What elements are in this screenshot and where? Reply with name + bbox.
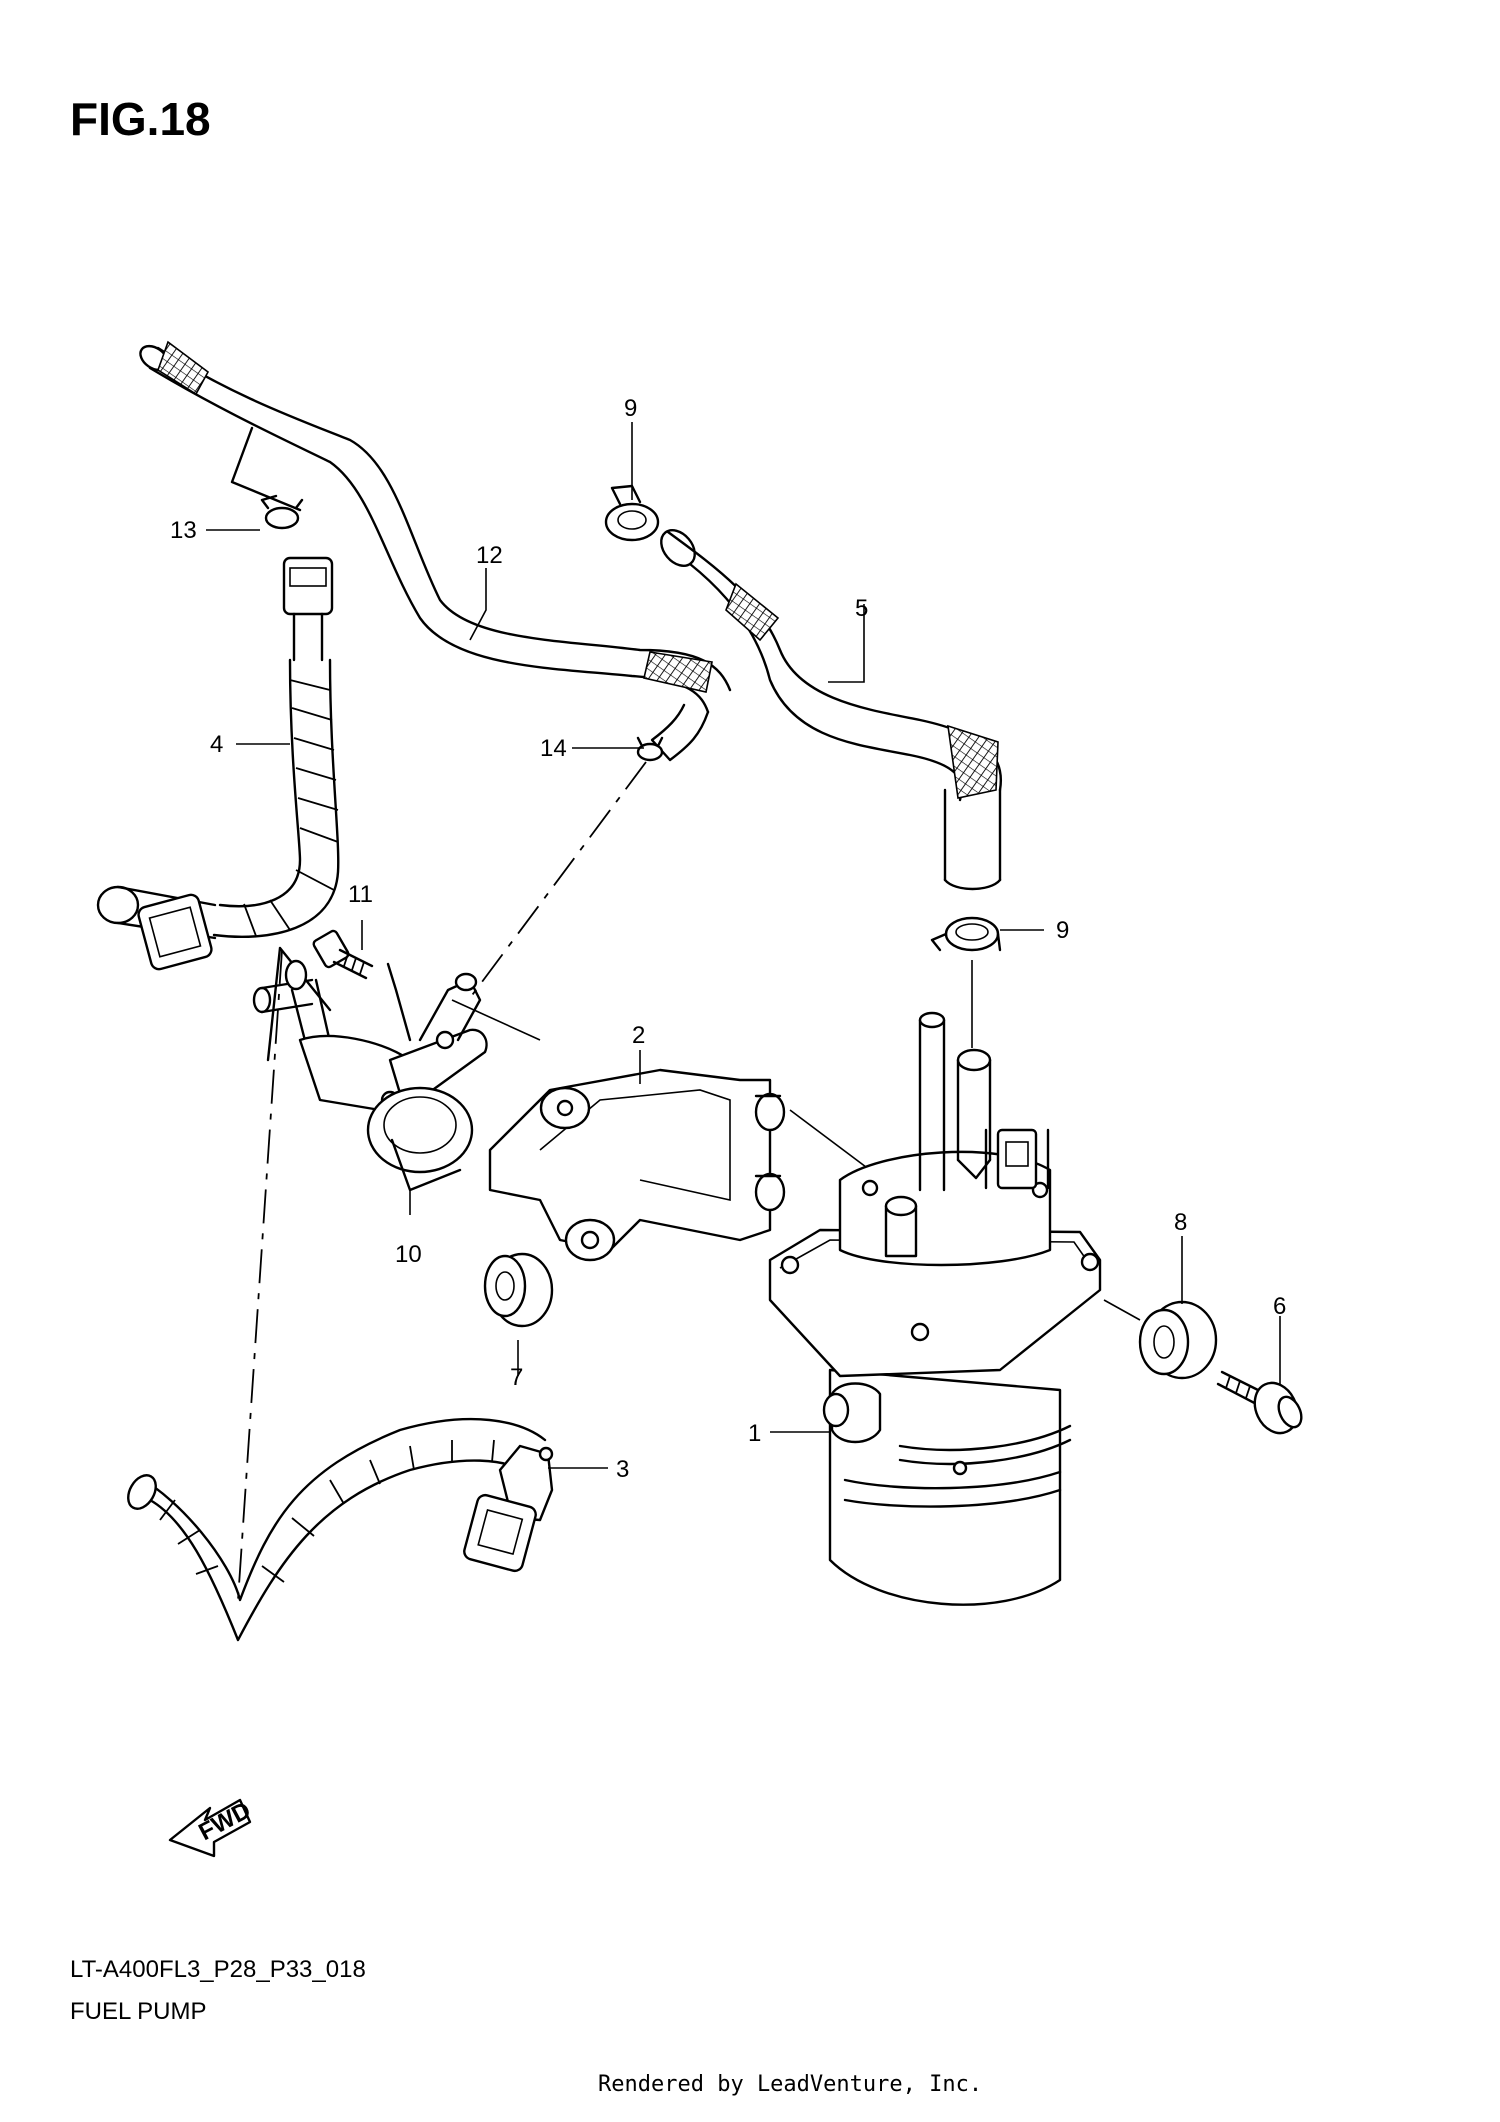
part-11-bolt	[312, 929, 412, 1042]
callout-4: 4	[210, 731, 223, 758]
render-credit: Rendered by LeadVenture, Inc.	[598, 2072, 983, 2097]
callout-13: 13	[170, 517, 197, 544]
callout-9-upper: 9	[624, 395, 637, 422]
part-7-grommet	[483, 1252, 554, 1328]
part-1-fuel-pump	[768, 1011, 1102, 1606]
part-2-bracket	[488, 1068, 786, 1262]
part-9-clamp-upper	[604, 484, 660, 542]
callout-labels: 1 2 3 4 5 6 7 8 9 9 10 11 12 13 14	[170, 395, 1286, 1483]
part-14-clamp	[636, 736, 664, 762]
callout-2: 2	[632, 1022, 645, 1049]
reference-code: LT-A400FL3_P28_P33_018	[70, 1956, 366, 1983]
part-4-fuel-hose	[96, 556, 340, 971]
callout-14: 14	[540, 735, 567, 762]
callout-3: 3	[616, 1456, 629, 1483]
part-9-clamp-lower	[930, 916, 1002, 952]
callout-11: 11	[348, 881, 373, 908]
callout-5: 5	[855, 595, 868, 622]
part-3-fuel-hose	[127, 1417, 554, 1642]
callout-7: 7	[510, 1364, 523, 1391]
callout-10: 10	[395, 1241, 422, 1268]
leader-lines	[206, 422, 1281, 1469]
part-10-fuel-valve	[252, 946, 488, 1192]
figure-title: FIG.18	[70, 93, 211, 145]
section-title: FUEL PUMP	[70, 1998, 207, 2025]
connection-line-10-to-2	[451, 999, 541, 1041]
callout-9-lower: 9	[1056, 917, 1069, 944]
fwd-direction-arrow: FWD	[168, 1797, 255, 1858]
callout-6: 6	[1273, 1293, 1286, 1320]
part-8-grommet	[1138, 1300, 1218, 1380]
connection-line-2-to-pump	[789, 1109, 871, 1171]
part-6-bolt	[1216, 1370, 1303, 1435]
connection-line-8-to-pump	[1103, 1299, 1141, 1321]
callout-1: 1	[748, 1420, 761, 1447]
part-12-vent-hose	[139, 340, 732, 762]
callout-8: 8	[1174, 1209, 1187, 1236]
part-13-hose-clamp	[260, 494, 304, 530]
connection-line-3	[237, 949, 283, 1601]
connection-line-14	[469, 761, 647, 999]
fwd-label: FWD	[194, 1797, 255, 1846]
part-5-fuel-hose	[660, 529, 1003, 891]
callout-12: 12	[476, 542, 503, 569]
